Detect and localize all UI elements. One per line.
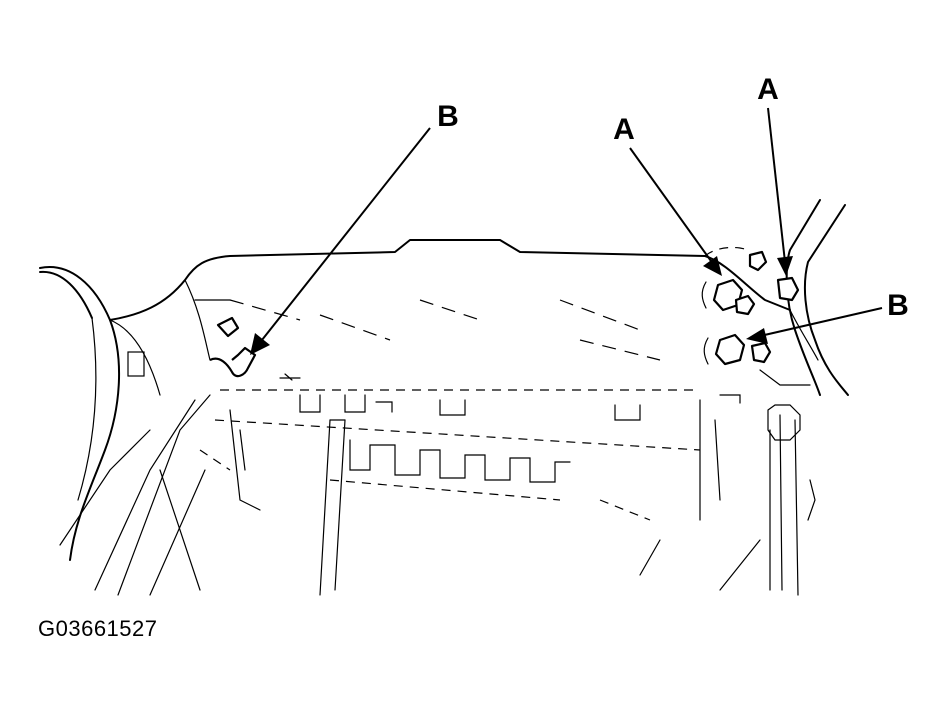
rear-shelf-outline	[109, 239, 791, 361]
arrow-b-left	[250, 127, 431, 355]
arrow-a-middle	[629, 147, 722, 276]
right-body-side	[759, 199, 849, 396]
interior-detail-lines	[199, 299, 701, 521]
lower-frame	[229, 394, 816, 596]
left-body-side	[39, 266, 211, 596]
clip-a-middle	[701, 278, 756, 316]
clip-b-left	[209, 316, 257, 378]
arrow-b-right	[746, 307, 883, 344]
callout-b-right: B	[887, 289, 909, 322]
callout-a-middle: A	[613, 113, 635, 146]
clip-a-right	[748, 250, 800, 302]
arrow-a-right	[767, 107, 793, 276]
callout-a-right: A	[757, 73, 779, 106]
clip-b-right	[703, 333, 772, 366]
figure-id-label: G03661527	[38, 616, 158, 641]
callout-b-left: B	[437, 100, 459, 133]
